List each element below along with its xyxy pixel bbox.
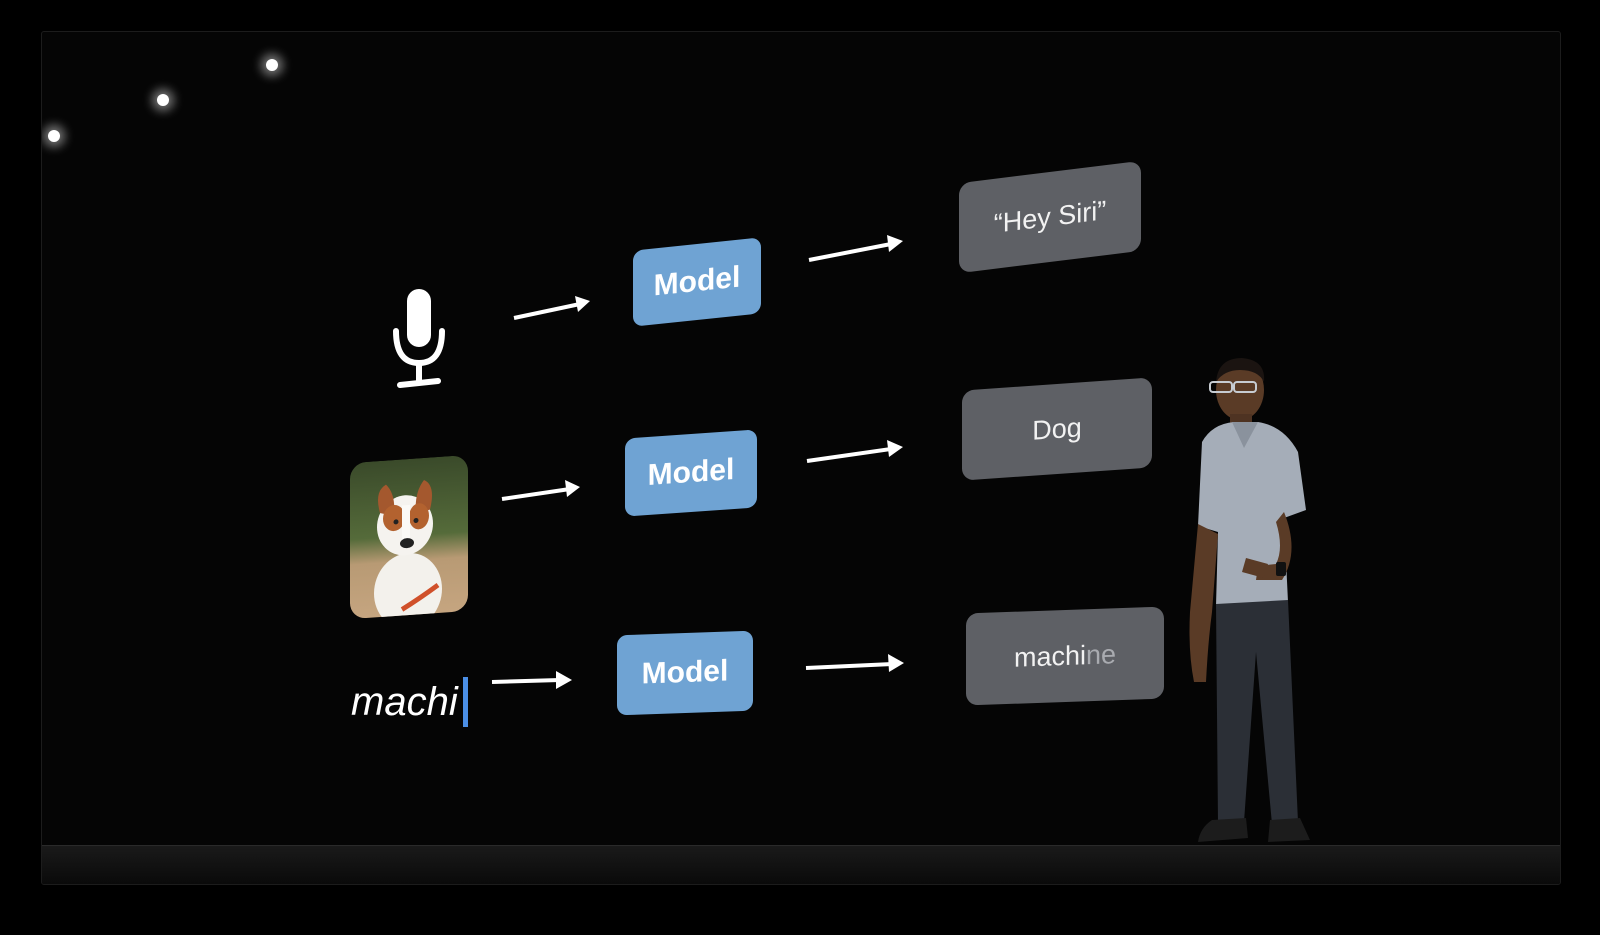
- arrow-right-icon: [806, 440, 903, 463]
- output-typed-part: machi: [1013, 639, 1086, 673]
- output-suggested-part: ne: [1085, 638, 1117, 670]
- stage-screen: Model “Hey Siri”: [41, 31, 1561, 885]
- typed-text-value: machi: [351, 679, 458, 724]
- model-box: Model: [617, 630, 753, 716]
- microphone-icon: [393, 289, 445, 388]
- model-box: Model: [633, 237, 761, 327]
- stage-light: [48, 130, 60, 142]
- model-box: Model: [625, 429, 757, 517]
- arrow-right-icon: [491, 671, 572, 689]
- typed-text: machi: [351, 677, 468, 727]
- arrow-right-icon: [808, 235, 903, 262]
- arrow-right-icon: [805, 654, 904, 672]
- dog-photo: [350, 454, 468, 620]
- output-box: Dog: [962, 377, 1152, 481]
- arrow-right-icon: [501, 480, 580, 501]
- stage-light: [157, 94, 169, 106]
- arrow-right-icon: [513, 296, 590, 320]
- output-box: “Hey Siri”: [959, 160, 1141, 274]
- stage-floor: [42, 845, 1560, 884]
- text-cursor: [462, 677, 468, 727]
- presenter: [1189, 358, 1310, 842]
- stage-light: [266, 59, 278, 71]
